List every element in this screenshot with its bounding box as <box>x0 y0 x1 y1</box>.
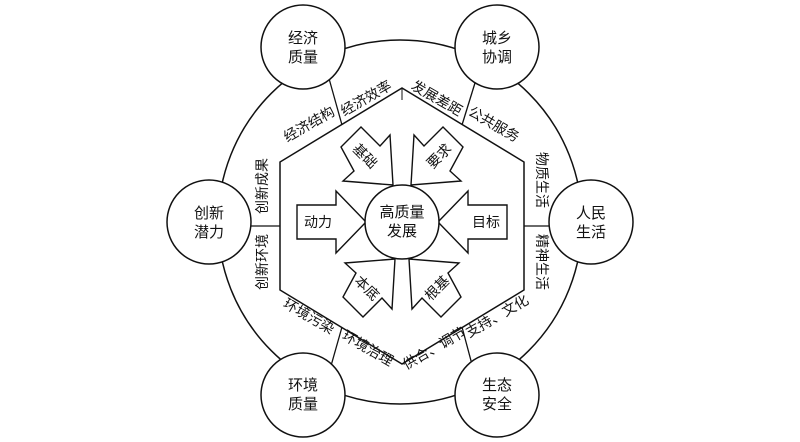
inner-hexagon <box>279 87 525 365</box>
center-circle <box>364 184 440 260</box>
ring-label-material-life: 物质生活 <box>533 152 549 208</box>
ring-label-environmental-pollution: 环境污染 <box>280 296 336 338</box>
node-economic-quality-line1: 经济 <box>288 29 318 47</box>
node-circle <box>260 352 346 438</box>
node-people-life-line2: 生活 <box>576 223 606 241</box>
ring-label-environmental-governance: 环境治理 <box>339 328 395 370</box>
node-circle <box>260 4 346 90</box>
node-circle <box>166 179 252 265</box>
node-circle <box>454 352 540 438</box>
node-economic-quality-line2: 质量 <box>288 48 318 66</box>
arrow-power <box>296 189 367 255</box>
center-label-line1: 高质量 <box>379 203 424 221</box>
arrow-label-power: 动力 <box>304 215 332 231</box>
arrow-label-goal: 目标 <box>472 215 500 231</box>
node-circle <box>454 4 540 90</box>
arrow-root <box>408 258 462 318</box>
ring-label-support-culture: 支持、文化 <box>463 292 532 341</box>
arrow-bottom-line <box>342 258 396 318</box>
node-innovation-potential-line1: 创新 <box>194 204 224 222</box>
node-urban-rural-line1: 城乡 <box>482 29 512 47</box>
center-label-line2: 发展 <box>387 222 417 240</box>
ring-label-spiritual-life: 精神生活 <box>533 234 549 290</box>
node-urban-rural-line2: 协调 <box>482 48 512 66</box>
arrow-requirement <box>410 126 464 186</box>
ring-label-public-services: 公共服务 <box>465 104 521 146</box>
ring-label-supply-regulation: 供合、调节 <box>400 324 469 373</box>
node-circle <box>548 179 634 265</box>
arrow-foundation <box>340 126 394 186</box>
node-environment-quality-line2: 质量 <box>288 395 318 413</box>
ring-label-innovation-achievements: 创新成果 <box>255 158 271 214</box>
ring-label-innovation-environment: 创新环境 <box>255 234 271 290</box>
node-people-life-line1: 人民 <box>576 204 606 222</box>
ring-label-economic-structure: 经济结构 <box>281 104 337 146</box>
arrow-goal <box>437 189 508 255</box>
node-environment-quality-line1: 环境 <box>288 376 318 394</box>
ring-label-development-gap: 发展差距 <box>408 78 464 120</box>
node-ecological-security-line1: 生态 <box>482 376 512 394</box>
node-ecological-security-line2: 安全 <box>482 395 512 413</box>
node-innovation-potential-line2: 潜力 <box>194 223 224 241</box>
